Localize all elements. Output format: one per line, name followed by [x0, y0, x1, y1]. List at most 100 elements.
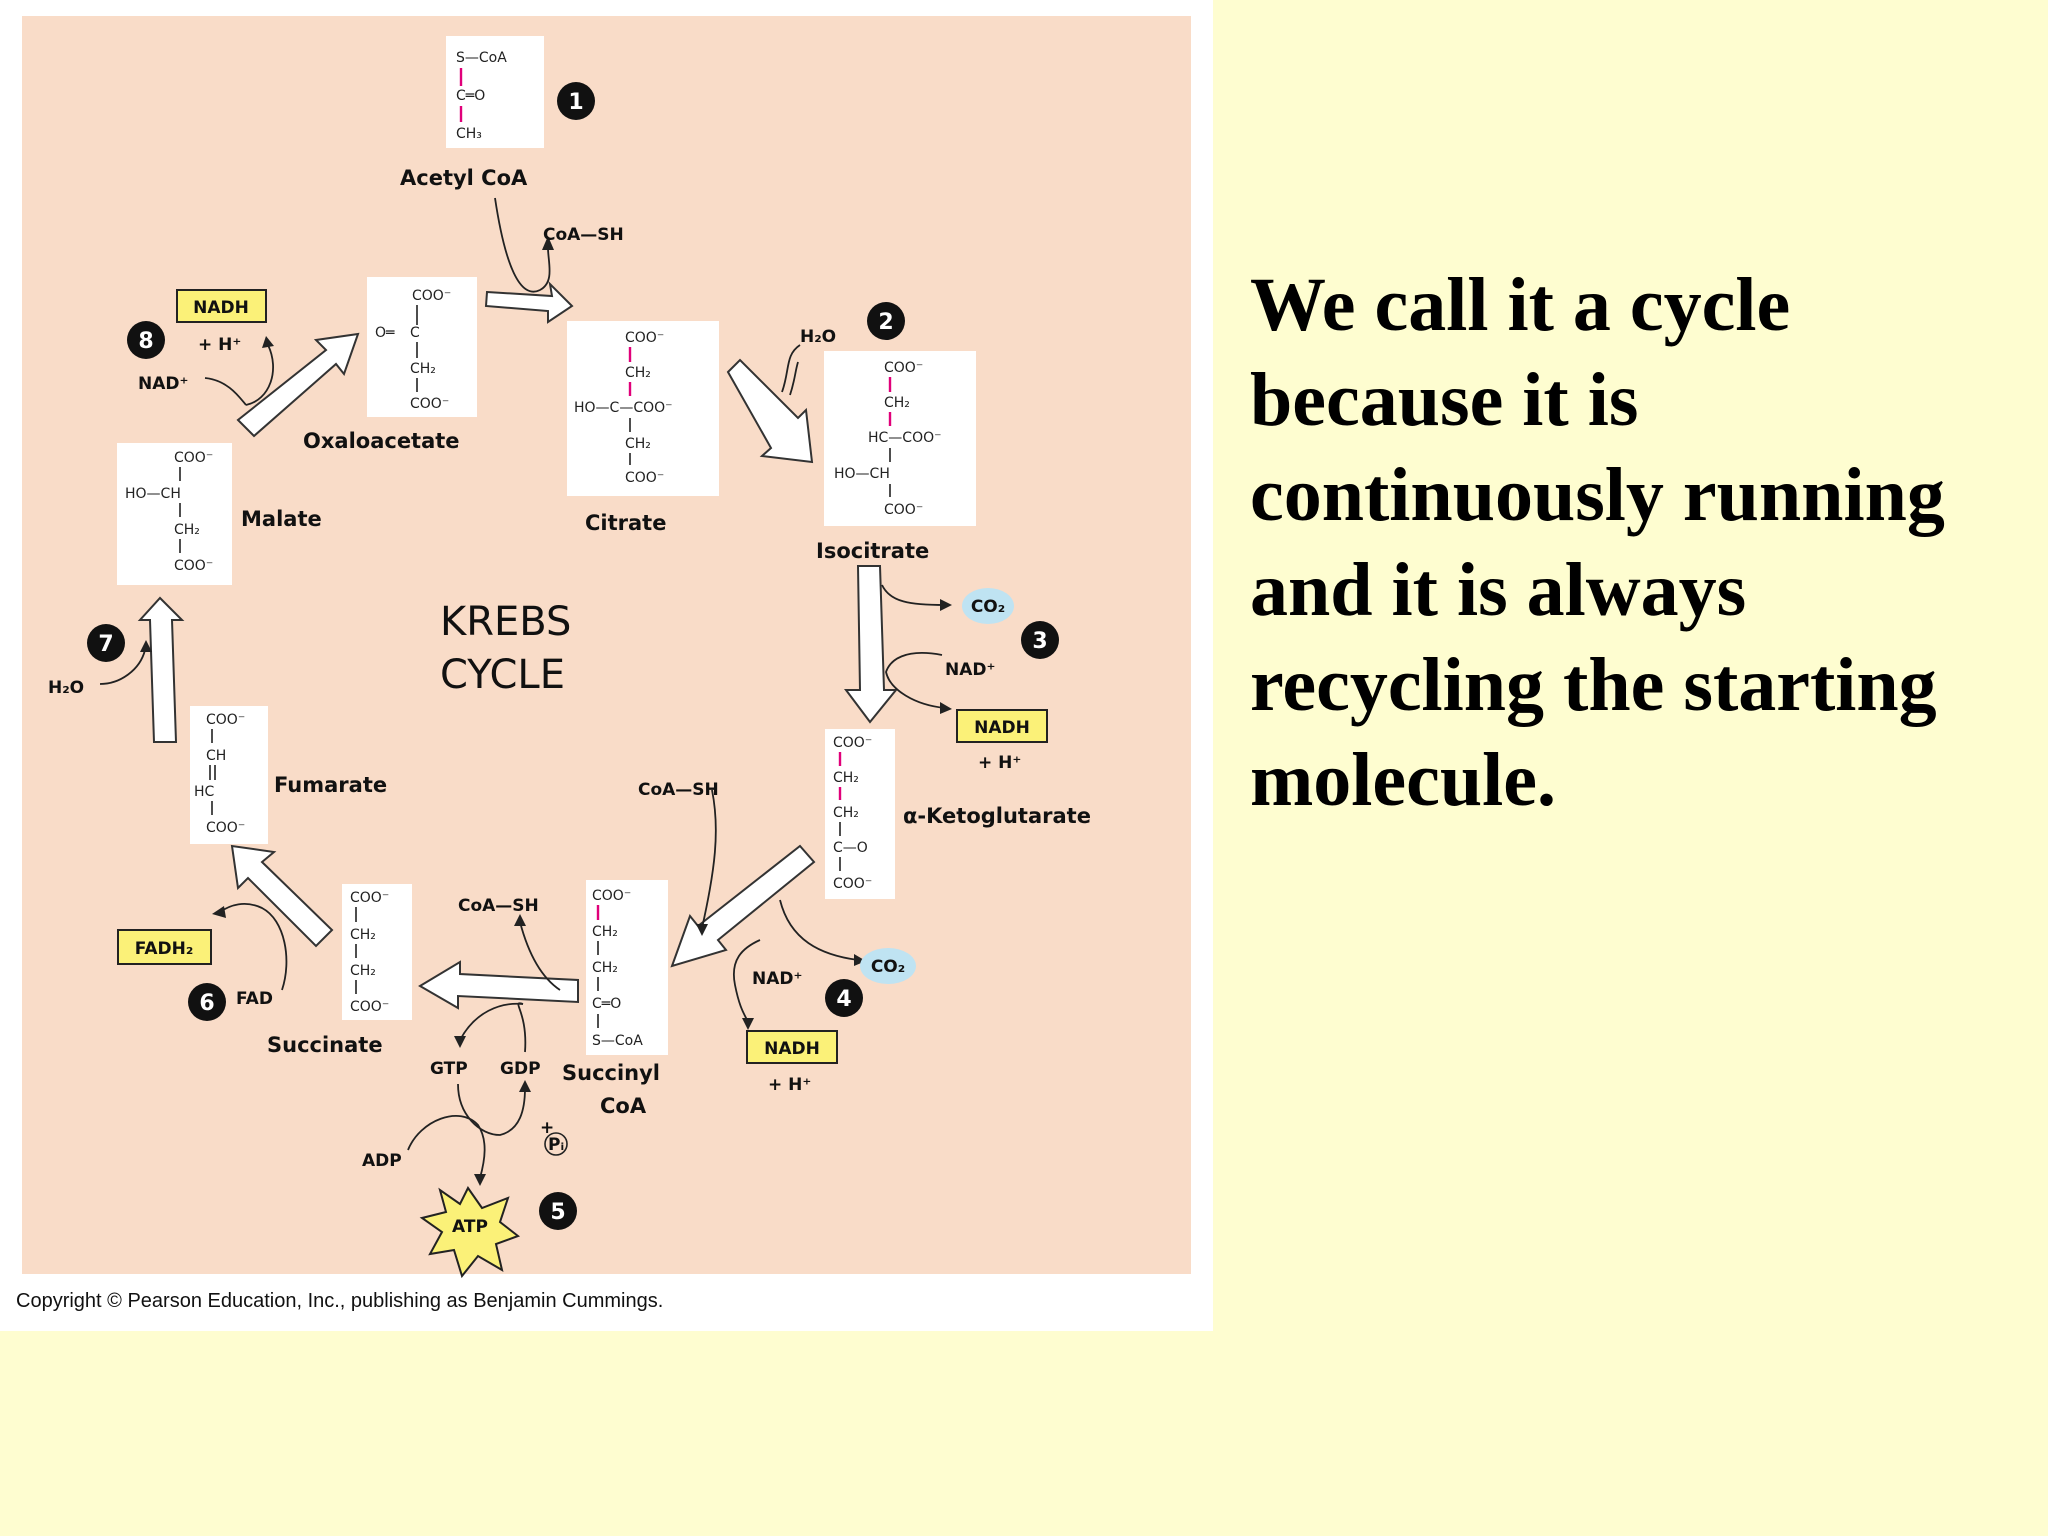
krebs-cycle-title-line1: KREBS — [440, 599, 571, 645]
isocitrate-label: Isocitrate — [816, 539, 929, 563]
nadh-label-8: NADH — [193, 298, 249, 318]
acetyl-entry-arrow — [494, 197, 551, 293]
chem-label: COO⁻ — [350, 890, 389, 906]
nadh-label-4: NADH — [764, 1039, 820, 1059]
step-number: 6 — [199, 991, 214, 1016]
chem-label: COO⁻ — [833, 876, 872, 892]
oxaloacetate-molecule: COO⁻ O═ C CH₂ COO⁻ — [367, 277, 477, 417]
chem-label: CH₂ — [625, 365, 651, 381]
acetyl-coa-label: Acetyl CoA — [400, 166, 528, 190]
coa-sh-release-arrow — [519, 921, 561, 991]
chem-label: CH₂ — [833, 805, 859, 821]
fumarate-molecule: COO⁻ CH HC COO⁻ — [190, 706, 268, 844]
chem-label: COO⁻ — [884, 360, 923, 376]
co2-label-4: CO₂ — [871, 957, 905, 977]
chem-label: CH₂ — [350, 963, 376, 979]
citrate-molecule: COO⁻ CH₂ HO—C—COO⁻ CH₂ COO⁻ — [567, 321, 719, 496]
coa-sh-label-top: CoA—SH — [543, 225, 624, 245]
succinyl-coa-label-line2: CoA — [600, 1094, 647, 1118]
step-5-marker: 5 — [539, 1192, 577, 1230]
slide-text-line: molecule. — [1250, 738, 1557, 822]
chem-label: COO⁻ — [174, 558, 213, 574]
step-6-marker: 6 — [188, 983, 226, 1021]
nad-arrow-4 — [733, 939, 761, 1023]
chem-label: HC — [194, 784, 215, 800]
step-number: 1 — [568, 90, 583, 115]
slide-text-line: recycling the starting — [1250, 643, 1937, 727]
pi-plus-sign: + — [540, 1118, 554, 1138]
h2o-input-arrow — [99, 649, 146, 685]
copyright-notice: Copyright © Pearson Education, Inc., pub… — [16, 1290, 664, 1312]
h2o-label-left: H₂O — [48, 678, 84, 698]
chem-label: HC—COO⁻ — [868, 430, 942, 446]
chem-label: COO⁻ — [206, 820, 245, 836]
chem-label: COO⁻ — [884, 502, 923, 518]
chem-label: CH₂ — [592, 924, 618, 940]
chem-label: CH₂ — [592, 960, 618, 976]
citrate-label: Citrate — [585, 511, 666, 535]
step-2-marker: 2 — [867, 302, 905, 340]
chem-label: S—CoA — [456, 50, 507, 66]
h-plus-label-4: + H⁺ — [768, 1075, 811, 1095]
succinate-molecule: COO⁻ CH₂ CH₂ COO⁻ — [342, 884, 412, 1020]
chem-label: C—O — [833, 840, 868, 856]
step-number: 5 — [550, 1200, 565, 1225]
chem-label: CH₂ — [884, 395, 910, 411]
h-plus-label-3: + H⁺ — [978, 753, 1021, 773]
chem-label: CH — [206, 748, 226, 764]
chem-label: S—CoA — [592, 1033, 643, 1049]
gtp-gdp-exchange-arrow — [457, 1083, 526, 1136]
coa-sh-entry-arrow — [701, 789, 717, 929]
step-number: 3 — [1032, 629, 1047, 654]
step-3-marker: 3 — [1021, 621, 1059, 659]
malate-molecule: COO⁻ HO—CH CH₂ COO⁻ — [117, 443, 232, 585]
fadh2-label: FADH₂ — [135, 939, 194, 959]
isocitrate-molecule: COO⁻ CH₂ HC—COO⁻ HO—CH COO⁻ — [824, 351, 976, 526]
slide-body-text: We call it a cycle because it is continu… — [1250, 258, 2020, 828]
chem-label: CH₂ — [833, 770, 859, 786]
chem-label: COO⁻ — [833, 735, 872, 751]
krebs-cycle-title-line2: CYCLE — [440, 652, 565, 698]
krebs-cycle-diagram: S—CoA C═O CH₃ Acetyl CoA 1 CoA—SH COO⁻ O… — [22, 16, 1191, 1279]
chem-label: C — [410, 325, 420, 341]
chem-label: COO⁻ — [350, 999, 389, 1015]
h-plus-label-8: + H⁺ — [198, 335, 241, 355]
chem-label: C═O — [456, 88, 485, 104]
slide-text-line: and it is always — [1250, 548, 1747, 632]
fad-label: FAD — [236, 989, 273, 1009]
nadh-label-3: NADH — [974, 718, 1030, 738]
chem-label: COO⁻ — [174, 450, 213, 466]
step-number: 7 — [98, 632, 113, 657]
chem-label: COO⁻ — [412, 288, 451, 304]
fadh2-box: FADH₂ — [117, 929, 212, 965]
fad-arrow — [219, 903, 288, 991]
chem-label: HO—CH — [834, 466, 890, 482]
oxaloacetate-to-citrate-arrow — [484, 281, 574, 324]
step-4-marker: 4 — [825, 979, 863, 1017]
nad-label-8: NAD⁺ — [138, 374, 188, 394]
isocitrate-to-ketoglutarate-arrow — [844, 565, 899, 724]
fumarate-label: Fumarate — [274, 773, 387, 797]
step-number: 8 — [138, 329, 153, 354]
oxaloacetate-label: Oxaloacetate — [303, 429, 460, 453]
chem-label: HO—CH — [125, 486, 181, 502]
h2o-side-arrow — [781, 344, 801, 393]
succinate-label: Succinate — [267, 1033, 383, 1057]
malate-to-oxaloacetate-arrow — [236, 332, 360, 438]
figure-panel: S—CoA C═O CH₃ Acetyl CoA 1 CoA—SH COO⁻ O… — [0, 0, 1213, 1331]
h2o-label-top: H₂O — [800, 327, 836, 347]
nad-arrow-3 — [885, 652, 946, 709]
atp-starburst: ATP — [419, 1186, 521, 1279]
pi-circle-icon — [544, 1132, 568, 1156]
chem-label: C═O — [592, 996, 621, 1012]
atp-label: ATP — [452, 1217, 488, 1237]
chem-label: CH₂ — [174, 522, 200, 538]
citrate-to-isocitrate-arrow — [726, 358, 814, 464]
step-number: 4 — [836, 987, 851, 1012]
nadh-box-4: NADH — [746, 1030, 838, 1064]
adp-label: ADP — [362, 1151, 402, 1171]
nadh-box-3: NADH — [956, 709, 1048, 743]
slide-text-line: We call it a cycle — [1250, 263, 1791, 347]
coa-sh-label-mid: CoA—SH — [638, 780, 719, 800]
nad-label-4: NAD⁺ — [752, 969, 802, 989]
